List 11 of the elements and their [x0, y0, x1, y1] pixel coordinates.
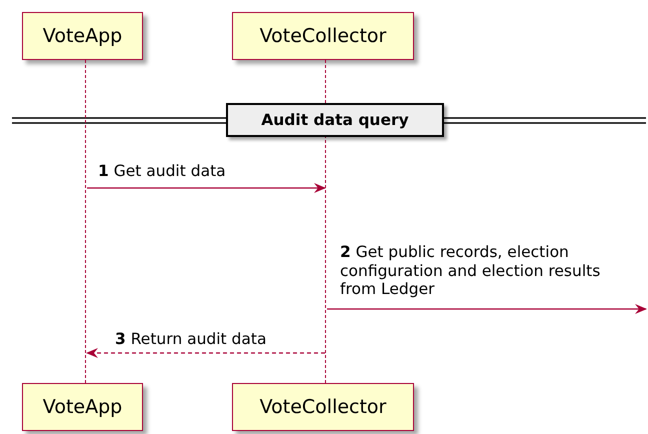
participant-box: VoteApp: [22, 383, 143, 431]
lifeline: [85, 60, 87, 383]
participant-box: VoteCollector: [232, 12, 414, 60]
message-label: 2 Get public records, election configuration and election results from Ledger: [340, 243, 602, 299]
message-label: 3 Return audit data: [115, 330, 268, 349]
message-arrow: [86, 348, 325, 358]
message-label: 1 Get audit data: [98, 162, 227, 181]
message-arrow: [87, 183, 326, 193]
participant-box: VoteApp: [22, 12, 143, 60]
message-arrow: [327, 304, 647, 314]
participant-box: VoteCollector: [232, 383, 414, 431]
